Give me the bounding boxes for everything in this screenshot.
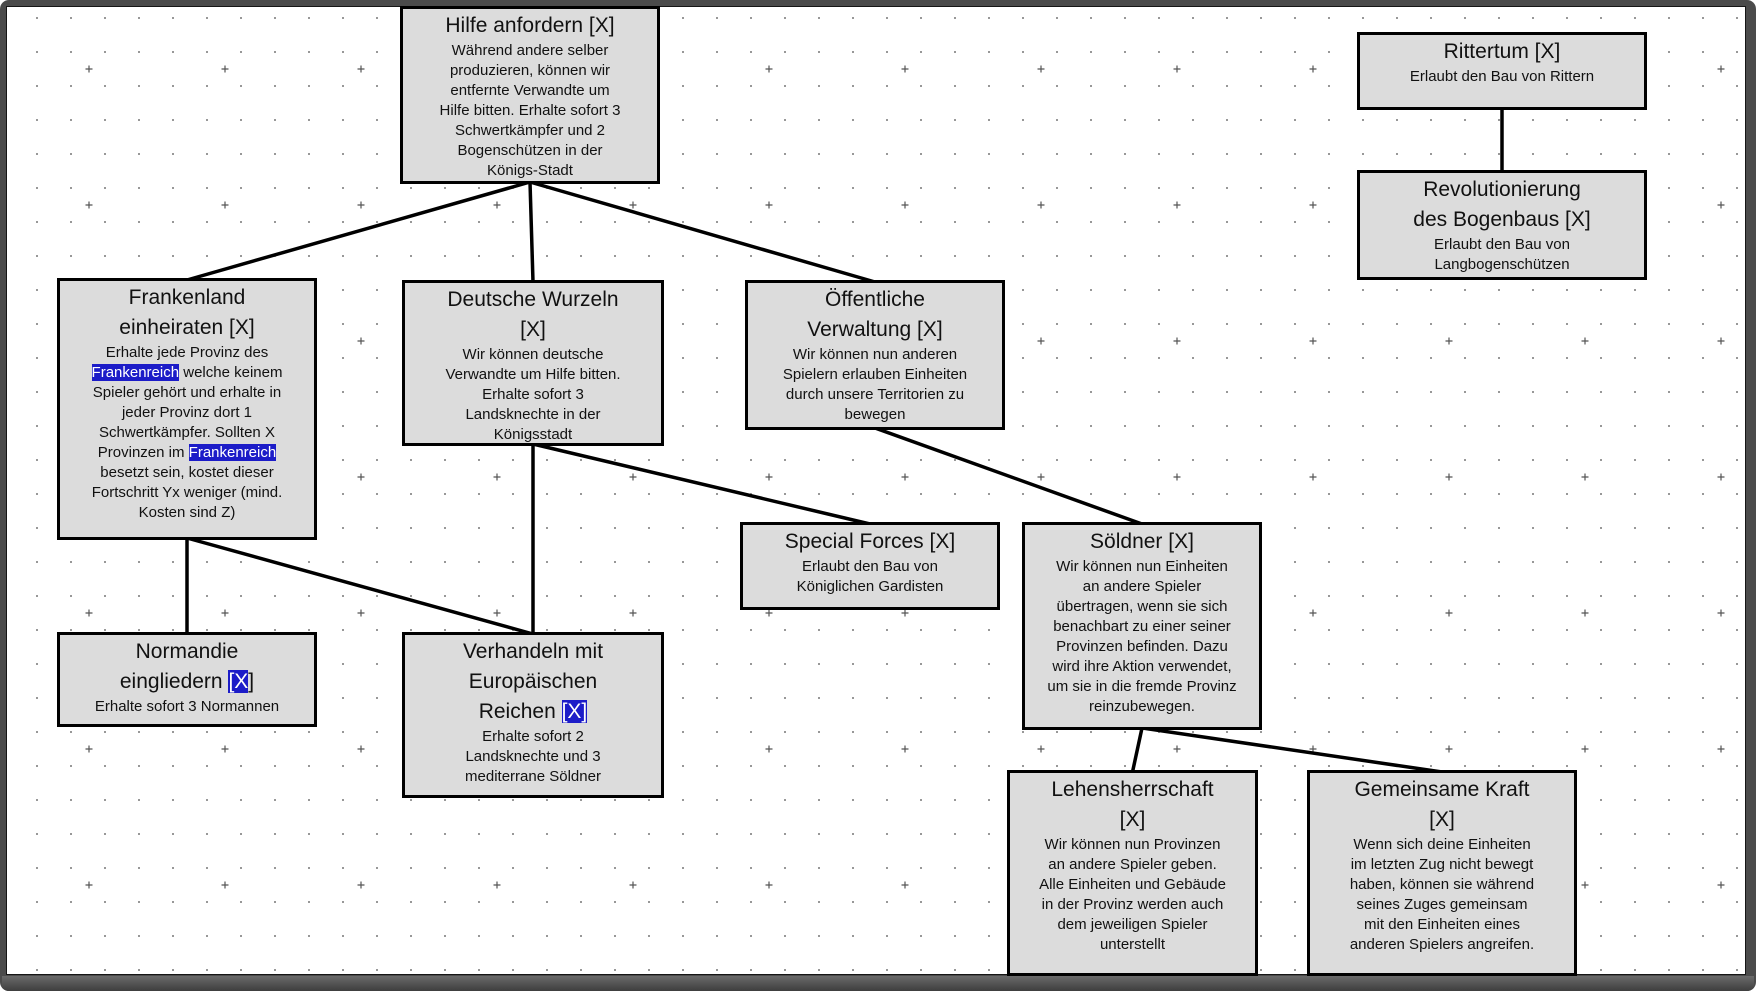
node-description: Erhalte sofort 2 Landsknechte und 3 medi… — [465, 728, 601, 785]
node-title: Gemeinsame Kraft [X] — [1354, 778, 1530, 831]
node-description: Wir können nun Einheiten an andere Spiel… — [1047, 558, 1237, 715]
node-title: Normandie eingliedern [X] — [63, 637, 311, 697]
tree-node-lehensherrschaft[interactable]: Lehensherrschaft [X]Wir können nun Provi… — [1007, 770, 1258, 976]
node-description: Erlaubt den Bau von Königlichen Gardiste… — [796, 558, 944, 595]
tree-node-normandie-eingliedern[interactable]: Normandie eingliedern [X]Erhalte sofort … — [57, 632, 317, 727]
text-segment: Verhandeln mit Europäischen Reichen — [462, 640, 604, 723]
tree-node-revolutionierung-des-bogenbaus[interactable]: Revolutionierung des Bogenbaus [X] Erlaub… — [1357, 170, 1647, 280]
tree-node-soeldner[interactable]: Söldner [X] Wir können nun Einheiten an a… — [1022, 522, 1262, 730]
node-description: Wir können nun anderen Spielern erlauben… — [782, 346, 968, 423]
node-description: Wir können deutsche Verwandte um Hilfe b… — [445, 346, 621, 443]
node-description: Wenn sich deine Einheiten im letzten Zug… — [1349, 836, 1535, 953]
text-segment: welche keinem Spieler gehört und erhalte… — [92, 364, 283, 461]
tree-node-rittertum[interactable]: Rittertum [X] Erlaubt den Bau von Rittern — [1357, 32, 1647, 110]
node-title: Verhandeln mit Europäischen Reichen [X] — [408, 637, 658, 727]
node-description: Erlaubt den Bau von Rittern — [1409, 68, 1595, 85]
tree-node-verhandeln-mit-europaeischen-reichen[interactable]: Verhandeln mit Europäischen Reichen [X]E… — [402, 632, 664, 798]
node-title: Öffentliche Verwaltung [X] — [807, 288, 943, 341]
node-description: Erhalte jede Provinz des Frankenreich we… — [63, 343, 311, 523]
node-title: Hilfe anfordern [X] — [445, 14, 615, 37]
selected-text: Frankenreich — [188, 444, 277, 461]
text-segment: Erhalte jede Provinz des — [105, 344, 269, 361]
tree-node-special-forces[interactable]: Special Forces [X] Erlaubt den Bau von Kö… — [740, 522, 1000, 610]
selected-text: [X — [228, 670, 249, 693]
window-bottom-edge — [2, 976, 1754, 991]
node-description: Erhalte sofort 3 Normannen — [94, 698, 280, 715]
node-title: Special Forces [X] — [784, 530, 956, 553]
node-title: Söldner [X] — [1090, 530, 1194, 553]
node-title: Deutsche Wurzeln [X] — [447, 288, 619, 341]
selected-text: Frankenreich — [91, 364, 180, 381]
tree-node-oeffentliche-verwaltung[interactable]: Öffentliche Verwaltung [X]Wir können nun… — [745, 280, 1005, 430]
node-title: Lehensherrschaft [X] — [1051, 778, 1214, 831]
node-title: Rittertum [X] — [1443, 40, 1561, 63]
node-description: Erlaubt den Bau von Langbogenschützen — [1434, 236, 1570, 273]
tree-node-gemeinsame-kraft[interactable]: Gemeinsame Kraft [X]Wenn sich deine Einh… — [1307, 770, 1577, 976]
node-description: Wir können nun Provinzen an andere Spiel… — [1039, 836, 1226, 953]
text-segment: besetzt sein, kostet dieser Fortschritt … — [91, 464, 283, 521]
tree-node-frankenland-einheiraten[interactable]: Frankenland einheiraten [X]Erhalte jede … — [57, 278, 317, 540]
tree-node-hilfe-anfordern[interactable]: Hilfe anfordern [X] Während andere selber… — [400, 6, 660, 184]
node-title: Frankenland einheiraten [X] — [119, 286, 255, 339]
selected-text: [X] — [561, 700, 588, 723]
text-segment: ] — [248, 670, 255, 693]
node-description: Während andere selber produzieren, könne… — [439, 42, 621, 179]
text-segment: Normandie eingliedern — [119, 640, 239, 693]
node-title: Revolutionierung des Bogenbaus [X] — [1413, 178, 1591, 231]
tree-node-deutsche-wurzeln[interactable]: Deutsche Wurzeln [X]Wir können deutsche … — [402, 280, 664, 446]
